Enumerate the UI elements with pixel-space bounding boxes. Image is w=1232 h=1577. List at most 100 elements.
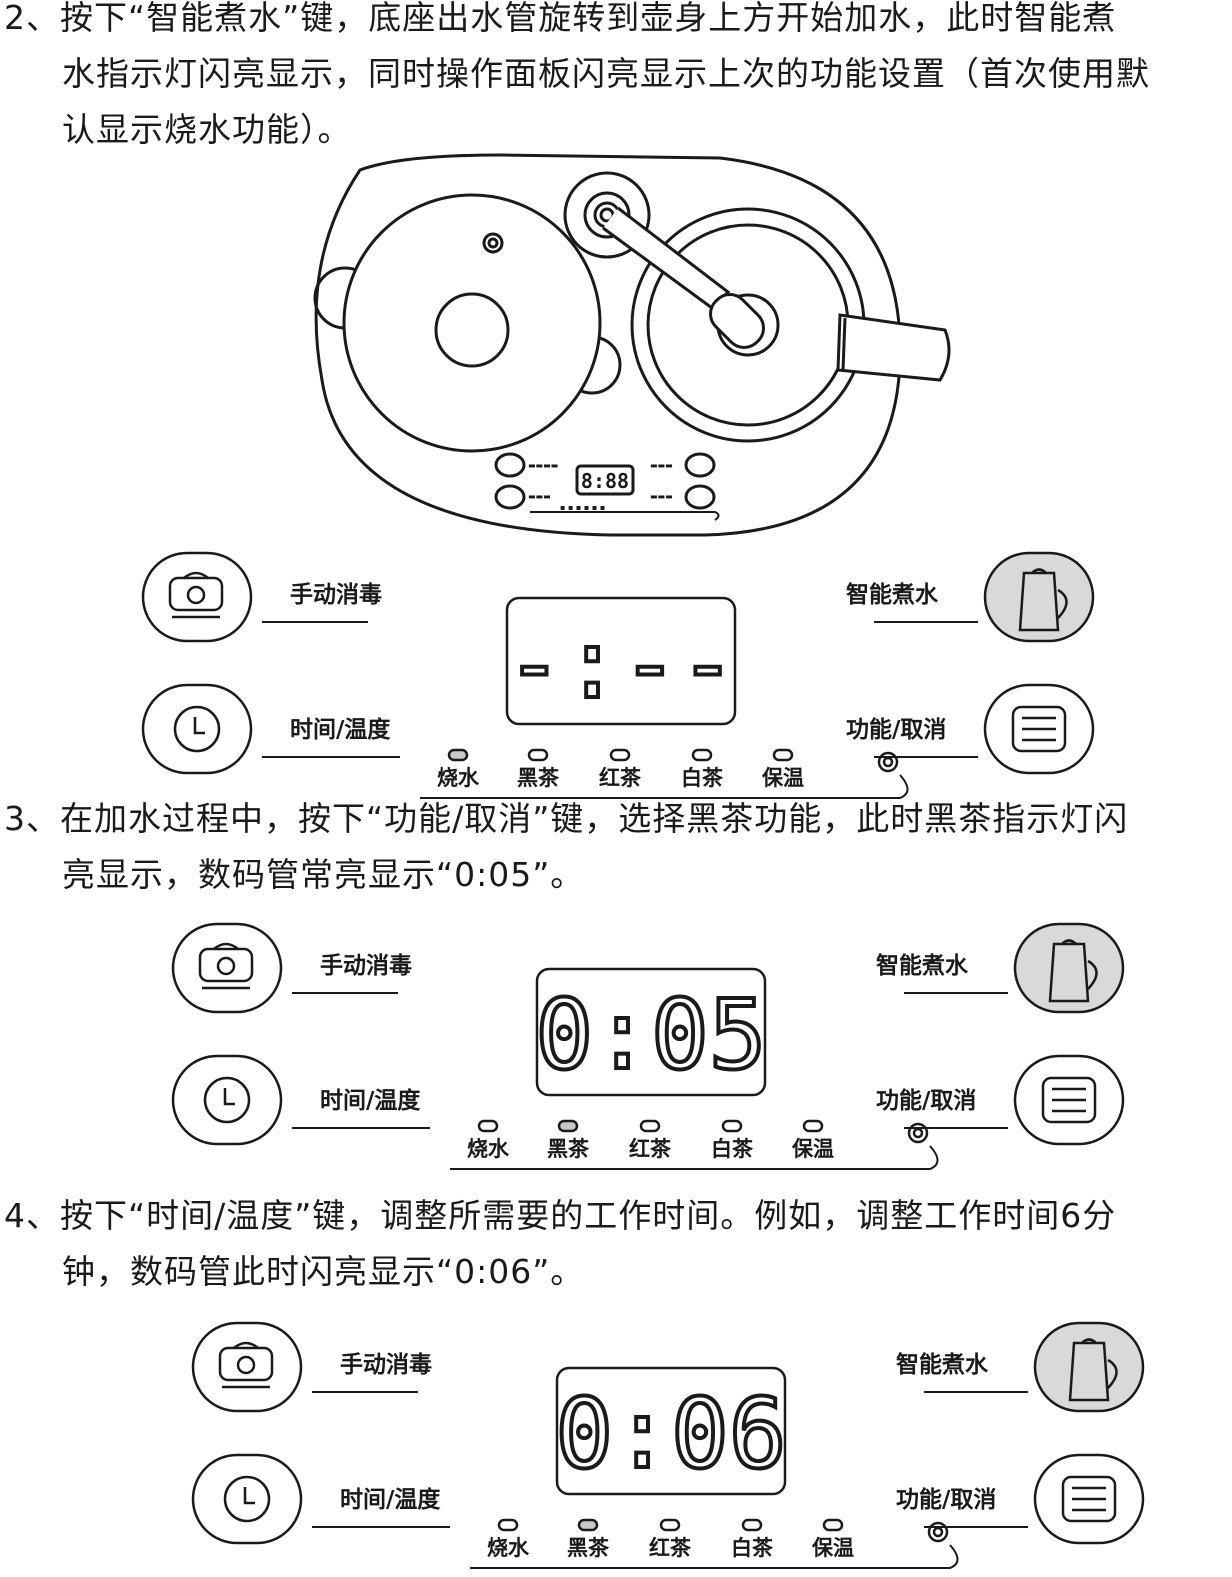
- digital-display: 0:06: [553, 1366, 789, 1496]
- coil-inner: [932, 1526, 944, 1538]
- smart-boil-button-frame[interactable]: [983, 551, 1095, 643]
- indicator-label: 烧水: [487, 1536, 530, 1560]
- indicator-2: 黑茶: [517, 748, 560, 790]
- svg-text:▬▬▬: ▬▬▬: [650, 461, 673, 470]
- coil-icon: [927, 1521, 949, 1543]
- func-cancel-button[interactable]: [1033, 1453, 1145, 1545]
- kettle-lid: [1081, 1338, 1097, 1344]
- digital-display: 0:05: [533, 967, 769, 1097]
- func-cancel-button[interactable]: [1013, 1054, 1125, 1146]
- indicator-4: 白茶: [681, 748, 724, 790]
- display-frame: [535, 967, 767, 1097]
- svg-text:▪ ▪ ▪ ▪ ▪ ▪: ▪ ▪ ▪ ▪ ▪ ▪: [560, 503, 605, 512]
- indicator-rail: [420, 774, 909, 799]
- time-temp-button-frame[interactable]: [141, 683, 253, 775]
- clock-hands: [223, 1088, 235, 1106]
- indicator-led: [557, 1119, 579, 1133]
- indicator-led: [691, 748, 713, 762]
- clock-icon: [223, 1475, 271, 1523]
- indicator-5: 保温: [791, 1119, 834, 1161]
- kettle-handle: [1107, 1358, 1118, 1389]
- clock-icon: [173, 705, 221, 753]
- smart-boil-button-frame[interactable]: [1013, 922, 1125, 1014]
- time-temp-button-frame[interactable]: [191, 1453, 303, 1545]
- pot-lid: [213, 942, 239, 950]
- display-readout: -:--: [505, 608, 736, 720]
- indicator-label: 保温: [761, 766, 804, 790]
- pot-body: [218, 1346, 274, 1382]
- indicator-5: 保温: [761, 748, 804, 790]
- disinfect-pot-icon: [218, 1341, 274, 1389]
- kettle-icon: [1068, 1341, 1110, 1402]
- indicator-led: [802, 1119, 824, 1133]
- kettle-icon: [1048, 942, 1090, 1003]
- pot-cycle: [186, 585, 206, 605]
- func-cancel-label: 功能/取消: [846, 716, 946, 743]
- indicator-led: [477, 1119, 499, 1133]
- coil-icon: [877, 751, 899, 773]
- indicator-label: 红茶: [629, 1137, 672, 1161]
- step-2-line-1: 2、按下“智能煮水”键，底座出水管旋转到壶身上方开始加水，此时智能煮: [4, 0, 1117, 37]
- smart-boil-button[interactable]: [1033, 1321, 1145, 1413]
- display-readout: 0:05: [535, 979, 766, 1091]
- indicator-label: 红茶: [649, 1536, 692, 1560]
- indicator-label: 保温: [811, 1536, 854, 1560]
- pot-lid: [233, 1341, 259, 1349]
- time-temp-button[interactable]: [171, 1054, 283, 1146]
- indicator-label: 红茶: [599, 766, 642, 790]
- indicator-led: [447, 748, 469, 762]
- device-mini-display: 8:88: [581, 469, 629, 493]
- smart-boil-label: 智能煮水: [876, 952, 969, 979]
- smart-boil-button[interactable]: [1013, 922, 1125, 1014]
- kettle-device-illustration: 8:88 ▬▬▬▬▬▬▬ ▬▬▬▬▬▬ ▪ ▪ ▪ ▪ ▪ ▪: [313, 153, 951, 537]
- kettle-lid: [1061, 939, 1077, 945]
- time-temp-button[interactable]: [191, 1453, 303, 1545]
- indicator-led: [822, 1518, 844, 1532]
- smart-boil-label: 智能煮水: [846, 581, 939, 608]
- indicator-3: 红茶: [629, 1119, 672, 1161]
- disinfect-button-frame[interactable]: [171, 922, 283, 1014]
- step-2-text: 2、按下“智能煮水”键，底座出水管旋转到壶身上方开始加水，此时智能煮 水指示灯闪…: [0, 0, 1232, 158]
- indicator-3: 红茶: [599, 748, 642, 790]
- svg-text:▬▬▬: ▬▬▬: [650, 492, 673, 501]
- func-cancel-button-frame[interactable]: [1033, 1453, 1145, 1545]
- disinfect-pot-icon: [168, 571, 224, 619]
- func-cancel-button[interactable]: [983, 683, 1095, 775]
- smart-boil-button[interactable]: [983, 551, 1095, 643]
- disinfect-button-frame[interactable]: [191, 1321, 303, 1413]
- disinfect-label: 手动消毒: [340, 1352, 432, 1378]
- svg-text:▬▬▬: ▬▬▬: [528, 492, 551, 501]
- indicator-label: 烧水: [467, 1137, 510, 1161]
- indicator-2: 黑茶: [567, 1518, 610, 1560]
- display-frame: [555, 1366, 787, 1496]
- indicator-led: [527, 748, 549, 762]
- pot-lid: [183, 571, 209, 579]
- pot-body: [168, 576, 224, 612]
- indicator-label: 黑茶: [517, 766, 560, 790]
- indicator-led: [721, 1119, 743, 1133]
- indicator-4: 白茶: [711, 1119, 754, 1161]
- step-4-text: 4、按下“时间/温度”键，调整所需要的工作时间。例如，调整工作时间6分 钟，数码…: [0, 1188, 1232, 1300]
- indicator-led: [577, 1518, 599, 1532]
- pot-cycle: [216, 956, 236, 976]
- disinfect-button[interactable]: [171, 922, 283, 1014]
- smart-boil-button-frame[interactable]: [1033, 1321, 1145, 1413]
- step-2-line-2: 水指示灯闪亮显示，同时操作面板闪亮显示上次的功能设置（首次使用默: [62, 54, 1150, 93]
- step-3-line-2: 亮显示，数码管常亮显示“0:05”。: [62, 855, 585, 894]
- svg-text:▬▬▬▬: ▬▬▬▬: [528, 461, 558, 470]
- disinfect-button[interactable]: [141, 551, 253, 643]
- indicator-led: [639, 1119, 661, 1133]
- func-cancel-button-frame[interactable]: [1013, 1054, 1125, 1146]
- kettle-lid: [1031, 568, 1047, 574]
- indicator-led: [497, 1518, 519, 1532]
- step-2-line-3: 认显示烧水功能）。: [62, 110, 352, 149]
- disinfect-button-frame[interactable]: [141, 551, 253, 643]
- kettle-handle: [1057, 588, 1068, 619]
- func-cancel-button-frame[interactable]: [983, 683, 1095, 775]
- disinfect-button[interactable]: [191, 1321, 303, 1413]
- indicator-label: 黑茶: [547, 1137, 590, 1161]
- time-temp-button-frame[interactable]: [171, 1054, 283, 1146]
- time-temp-button[interactable]: [141, 683, 253, 775]
